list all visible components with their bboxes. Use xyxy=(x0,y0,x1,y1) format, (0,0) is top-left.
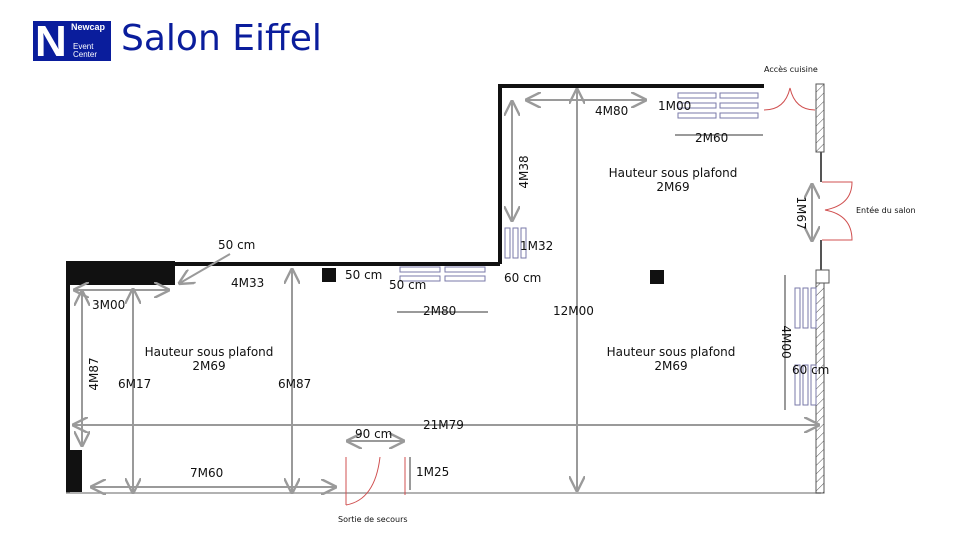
dim-label: 2M80 xyxy=(423,304,456,318)
newcap-logo: N Newcap Event Center xyxy=(33,17,111,66)
dim-label: 21M79 xyxy=(423,418,464,432)
dimension-lines xyxy=(74,90,818,492)
pillar xyxy=(322,268,336,282)
doors xyxy=(345,87,853,506)
dim-label: 60 cm xyxy=(792,363,829,377)
dim-label: 7M60 xyxy=(190,466,223,480)
dim-label: 1M25 xyxy=(416,465,449,479)
dim-label: 2M60 xyxy=(695,131,728,145)
dim-label: 4M80 xyxy=(595,104,628,118)
ceiling-height-value: 2M69 xyxy=(654,359,687,373)
dim-label: 6M17 xyxy=(118,377,151,391)
logo-subtext: Event Center xyxy=(73,42,98,59)
dim-label: 50 cm xyxy=(345,268,382,282)
dim-label: 4M87 xyxy=(87,357,101,390)
dim-label: 50 cm xyxy=(218,238,255,252)
dim-label: 50 cm xyxy=(389,278,426,292)
dim-label: 1M00 xyxy=(658,99,691,113)
dim-label: 4M33 xyxy=(231,276,264,290)
sortie-secours-label: Sortie de secours xyxy=(338,515,408,524)
ceiling-height-label: Hauteur sous plafond xyxy=(609,166,738,180)
ceiling-height-value: 2M69 xyxy=(656,180,689,194)
ceiling-height-value: 2M69 xyxy=(192,359,225,373)
pillar xyxy=(650,270,664,284)
walls xyxy=(66,83,830,494)
dim-label: 90 cm xyxy=(355,427,392,441)
dim-label: 4M38 xyxy=(517,155,531,188)
page-title: Salon Eiffel xyxy=(121,18,322,59)
ceiling-height-label: Hauteur sous plafond xyxy=(145,345,274,359)
dim-label: 1M67 xyxy=(794,196,808,229)
dim-label: 6M87 xyxy=(278,377,311,391)
radiators xyxy=(399,92,817,406)
dim-label: 60 cm xyxy=(504,271,541,285)
dim-label: 1M32 xyxy=(520,239,553,253)
dim-label: 3M00 xyxy=(92,298,125,312)
dim-label: 12M00 xyxy=(553,304,594,318)
logo-text: Newcap xyxy=(71,22,106,32)
ceiling-height-label: Hauteur sous plafond xyxy=(607,345,736,359)
dim-label: 4M00 xyxy=(779,325,793,358)
entree-label: Entée du salon xyxy=(856,205,916,215)
acces-cuisine-label: Accès cuisine xyxy=(764,64,818,74)
